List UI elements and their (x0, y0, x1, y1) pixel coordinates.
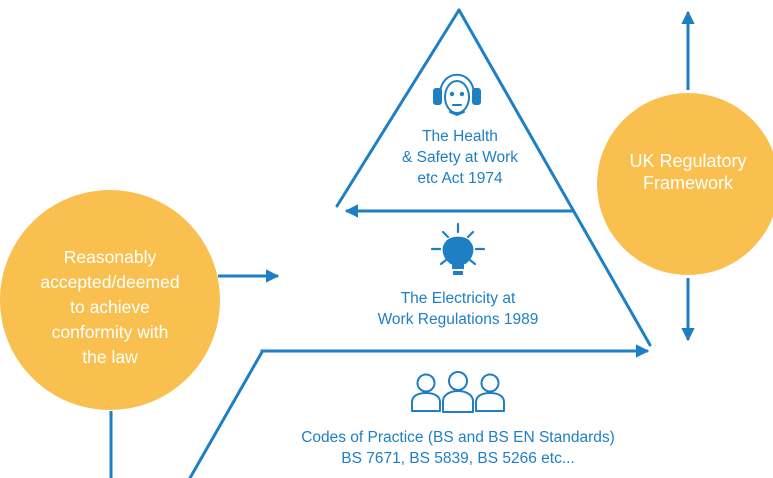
lightbulb-icon (430, 222, 486, 275)
headphones-person-icon (433, 73, 481, 116)
act-line-2: & Safety at Work (401, 149, 518, 166)
regulations-line-2: Work Regulations 1989 (377, 311, 539, 328)
framework-circle (597, 93, 773, 275)
codes-line-1: Codes of Practice (BS and BS EN Standard… (301, 429, 615, 446)
conformity-line-2: accepted/deemed (40, 272, 180, 292)
conformity-circle (0, 190, 220, 410)
framework-line-1: UK Regulatory (629, 151, 747, 171)
conformity-line-1: Reasonably (63, 247, 157, 267)
codes-line-2: BS 7671, BS 5839, BS 5266 etc... (341, 450, 575, 467)
conformity-line-5: the law (82, 347, 138, 367)
regulations-divider-arrow (260, 344, 650, 358)
framework-line-2: Framework (642, 173, 733, 193)
act-tier-label: The Health & Safety at Work etc Act 1974 (380, 126, 540, 189)
pyramid-base-left-edge (188, 350, 264, 478)
regulations-line-1: The Electricity at (400, 290, 516, 307)
regulations-tier-label: The Electricity at Work Regulations 1989 (358, 288, 558, 330)
framework-circle-label: UK Regulatory Framework (598, 150, 773, 194)
act-line-3: etc Act 1974 (417, 170, 503, 187)
people-group-icon (411, 371, 505, 413)
pyramid-outline (188, 8, 652, 478)
conformity-line-4: conformity with (51, 322, 169, 342)
pyramid-left-edge (335, 8, 461, 208)
codes-tier-label: Codes of Practice (BS and BS EN Standard… (238, 427, 678, 469)
conformity-circle-label: Reasonably accepted/deemed to achieve co… (10, 245, 210, 370)
act-line-1: The Health (422, 128, 498, 145)
conformity-line-3: to achieve (70, 297, 150, 317)
pyramid-right-edge (457, 8, 652, 347)
